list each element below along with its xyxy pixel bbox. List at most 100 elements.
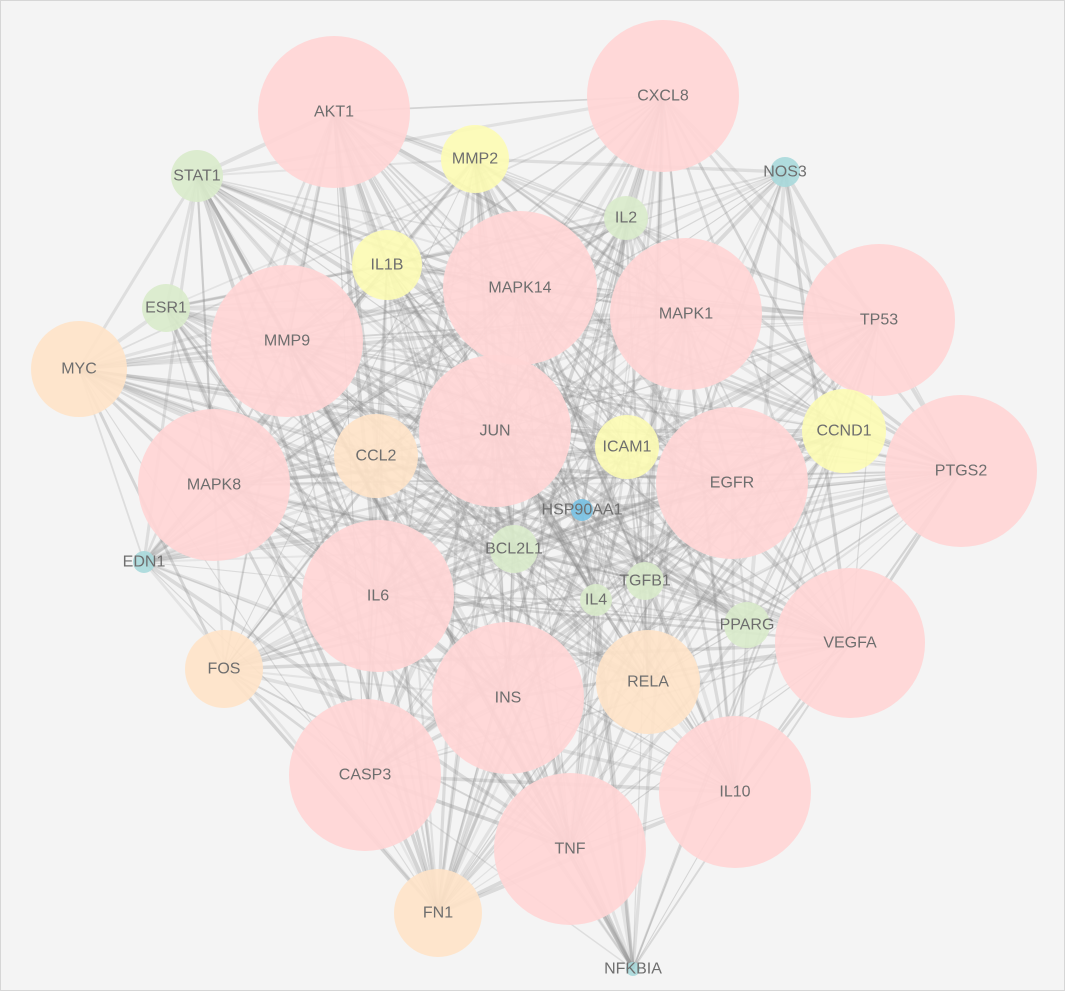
edge-cxcl8-mapk8 [213, 95, 664, 486]
node-circle-tnf[interactable] [494, 773, 646, 925]
node-label-ccnd1: CCND1 [816, 423, 871, 440]
edge-il4-pparg [595, 599, 748, 626]
edge-mapk14-ptgs2 [519, 286, 962, 473]
node-il1b[interactable]: IL1B [352, 230, 422, 300]
node-circle-il2[interactable] [604, 196, 648, 240]
node-circle-fos[interactable] [185, 630, 263, 708]
node-label-ptgs2: PTGS2 [935, 463, 988, 480]
edge-cxcl8-ptgs2 [661, 95, 963, 472]
node-circle-nos3[interactable] [770, 157, 800, 187]
edge-myc-bcl2l1 [78, 367, 515, 551]
node-label-il4: IL4 [585, 592, 607, 609]
node-circle-myc[interactable] [31, 321, 127, 417]
node-mmp2[interactable]: MMP2 [441, 125, 509, 193]
node-circle-tp53[interactable] [803, 244, 955, 396]
node-pparg[interactable]: PPARG [720, 602, 775, 648]
node-fn1[interactable]: FN1 [394, 869, 482, 957]
node-circle-icam1[interactable] [595, 415, 659, 479]
node-circle-mmp9[interactable] [211, 265, 363, 417]
node-circle-stat1[interactable] [171, 150, 223, 202]
node-circle-fn1[interactable] [394, 869, 482, 957]
node-label-icam1: ICAM1 [603, 439, 652, 456]
node-circle-mapk14[interactable] [443, 211, 597, 365]
node-label-il2: IL2 [615, 210, 637, 227]
node-akt1[interactable]: AKT1 [258, 36, 410, 188]
node-circle-akt1[interactable] [258, 36, 410, 188]
edge-cxcl8-stat1 [196, 94, 664, 178]
node-esr1[interactable]: ESR1 [142, 284, 190, 332]
node-ptgs2[interactable]: PTGS2 [885, 395, 1037, 547]
node-cxcl8[interactable]: CXCL8 [587, 20, 739, 172]
edge-mapk1-stat1 [196, 174, 687, 316]
node-il4[interactable]: IL4 [580, 584, 612, 616]
node-circle-hsp90aa1[interactable] [571, 499, 593, 521]
node-circle-cxcl8[interactable] [587, 20, 739, 172]
node-bcl2l1[interactable]: BCL2L1 [485, 525, 543, 573]
node-hsp90aa1[interactable]: HSP90AA1 [542, 499, 623, 521]
edge-akt1-vegfa [333, 111, 851, 644]
node-egfr[interactable]: EGFR [656, 407, 808, 559]
node-tnf[interactable]: TNF [494, 773, 646, 925]
node-stat1[interactable]: STAT1 [171, 150, 223, 202]
edge-mapk1-fn1 [436, 313, 688, 914]
node-circle-bcl2l1[interactable] [490, 525, 538, 573]
edge-egfr-fn1 [437, 482, 733, 914]
node-circle-rela[interactable] [596, 630, 700, 734]
edge-ccl2-pparg [375, 455, 748, 626]
edge-ccl2-fos [223, 455, 377, 670]
node-ccnd1[interactable]: CCND1 [802, 389, 886, 473]
node-label-il1b: IL1B [371, 257, 404, 274]
node-label-egfr: EGFR [710, 475, 754, 492]
node-label-tp53: TP53 [860, 312, 898, 329]
node-circle-mapk8[interactable] [138, 409, 290, 561]
node-il6[interactable]: IL6 [302, 520, 454, 672]
node-icam1[interactable]: ICAM1 [595, 415, 659, 479]
node-circle-edn1[interactable] [133, 551, 155, 573]
node-circle-ptgs2[interactable] [885, 395, 1037, 547]
node-circle-il4[interactable] [580, 584, 612, 616]
node-rela[interactable]: RELA [596, 630, 700, 734]
node-circle-egfr[interactable] [656, 407, 808, 559]
node-label-myc: MYC [61, 361, 97, 378]
node-fos[interactable]: FOS [185, 630, 263, 708]
node-circle-nfkbia[interactable] [626, 962, 640, 976]
node-circle-il6[interactable] [302, 520, 454, 672]
node-circle-pparg[interactable] [724, 602, 770, 648]
node-label-bcl2l1: BCL2L1 [485, 541, 543, 558]
node-mapk8[interactable]: MAPK8 [138, 409, 290, 561]
node-mmp9[interactable]: MMP9 [211, 265, 363, 417]
node-circle-vegfa[interactable] [775, 568, 925, 718]
node-vegfa[interactable]: VEGFA [775, 568, 925, 718]
node-circle-ccnd1[interactable] [802, 389, 886, 473]
node-circle-ccl2[interactable] [334, 414, 418, 498]
edge-il6-nos3 [376, 170, 787, 598]
node-circle-jun[interactable] [419, 355, 571, 507]
node-myc[interactable]: MYC [31, 321, 127, 417]
node-circle-ins[interactable] [432, 622, 584, 774]
node-label-pparg: PPARG [720, 617, 775, 634]
node-tgfb1[interactable]: TGFB1 [619, 562, 671, 600]
node-casp3[interactable]: CASP3 [289, 699, 441, 851]
node-circle-casp3[interactable] [289, 699, 441, 851]
node-label-jun: JUN [479, 423, 510, 440]
node-jun[interactable]: JUN [419, 355, 571, 507]
node-edn1[interactable]: EDN1 [123, 551, 166, 573]
node-circle-tgfb1[interactable] [626, 562, 664, 600]
node-circle-il10[interactable] [659, 716, 811, 868]
node-ccl2[interactable]: CCL2 [334, 414, 418, 498]
node-ins[interactable]: INS [432, 622, 584, 774]
node-mapk14[interactable]: MAPK14 [443, 211, 597, 365]
node-nos3[interactable]: NOS3 [763, 157, 807, 187]
node-label-ins: INS [495, 690, 522, 707]
node-il2[interactable]: IL2 [604, 196, 648, 240]
node-mapk1[interactable]: MAPK1 [610, 238, 762, 390]
node-il10[interactable]: IL10 [659, 716, 811, 868]
node-circle-mapk1[interactable] [610, 238, 762, 390]
edge-cxcl8-ins [507, 95, 664, 699]
edge-mmp2-nos3 [474, 157, 786, 174]
node-tp53[interactable]: TP53 [803, 244, 955, 396]
node-nfkbia[interactable]: NFKBIA [604, 961, 662, 978]
node-circle-mmp2[interactable] [441, 125, 509, 193]
node-circle-esr1[interactable] [142, 284, 190, 332]
node-circle-il1b[interactable] [352, 230, 422, 300]
